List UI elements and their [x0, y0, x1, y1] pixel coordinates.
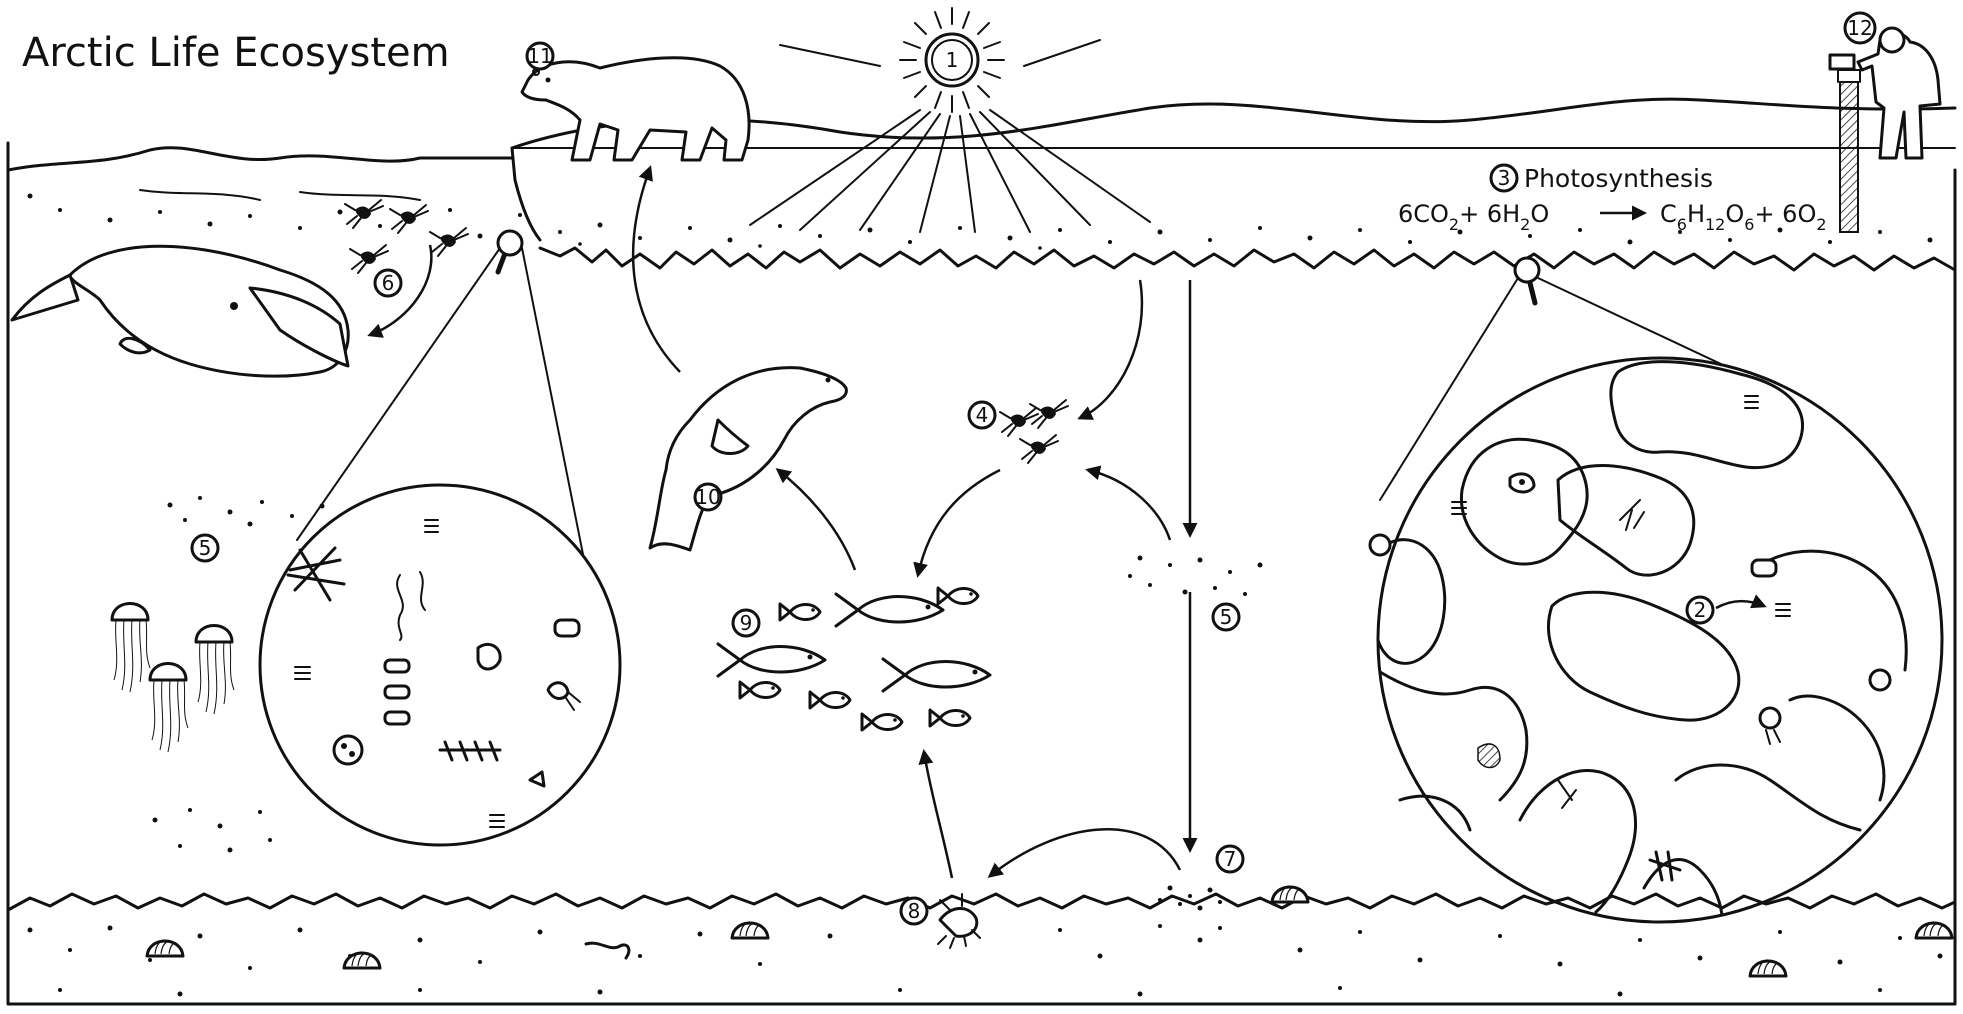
- marker-5-right: 5: [1220, 605, 1233, 629]
- zooplankton: 4: [969, 400, 1068, 463]
- arrow-benthos-to-fish: [924, 752, 952, 878]
- researcher: 12: [1830, 13, 1940, 232]
- marker-6: 6: [382, 271, 395, 295]
- marker-5-left: 5: [199, 536, 212, 560]
- detritus-right: [1128, 556, 1263, 597]
- diagram-title: Arctic Life Ecosystem: [22, 30, 450, 76]
- marker-2: 2: [1694, 598, 1707, 622]
- photosynthesis-products: C6H12O6+ 6O2: [1660, 200, 1827, 234]
- arrow-zooplankton-to-fish: [918, 470, 1000, 575]
- water-ripples: [140, 190, 420, 200]
- marker-9: 9: [740, 611, 753, 635]
- marker-11: 11: [527, 44, 552, 68]
- sea-ice-left: [8, 148, 512, 170]
- fish-school: 9: [718, 588, 990, 730]
- photosynthesis-equation: 6CO2+ 6H2O: [1398, 200, 1549, 234]
- seafloor-speckles: [28, 924, 1943, 997]
- marker-10: 10: [695, 485, 720, 509]
- marker-3: 3: [1498, 166, 1511, 190]
- marker-1: 1: [946, 48, 959, 72]
- jellyfish: [112, 604, 234, 753]
- arrow-fish-to-seal: [778, 470, 855, 570]
- arrow-detritus-to-zooplankton: [1088, 470, 1170, 540]
- whale: [12, 246, 348, 376]
- photosynthesis-label: Photosynthesis: [1524, 164, 1713, 193]
- arrow-seafloor-to-benthos: [990, 829, 1180, 876]
- marker-8: 8: [908, 899, 921, 923]
- ice-underside: [540, 248, 1955, 270]
- seal: 10: [650, 368, 846, 550]
- krill-group: 6: [345, 200, 468, 296]
- polar-bear: 11: [522, 43, 749, 160]
- sun: 1: [780, 8, 1100, 112]
- marker-7: 7: [1224, 847, 1237, 871]
- marker-4: 4: [976, 403, 989, 427]
- marker-12: 12: [1847, 16, 1872, 40]
- photosynthesis-block: 3 Photosynthesis 6CO2+ 6H2O C6H12O6+ 6O2: [1398, 164, 1827, 234]
- magnifier-right: [1378, 258, 1942, 922]
- arrow-seal-to-bear: [633, 168, 680, 372]
- ice-speckles: [28, 194, 1933, 250]
- ice-edge: [512, 148, 540, 240]
- arrow-ice-to-zooplankton: [1080, 280, 1142, 418]
